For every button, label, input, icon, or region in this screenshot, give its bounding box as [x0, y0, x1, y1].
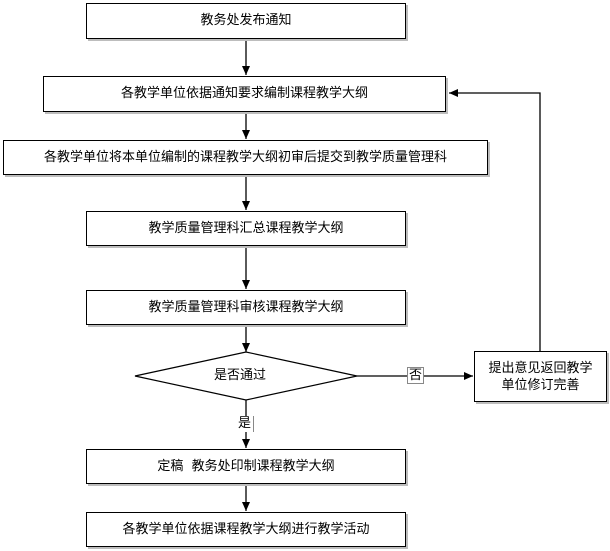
step-compile-syllabus: 各教学单位依据通知要求编制课程教学大纲 — [43, 76, 446, 112]
feedback-label-line1: 提出意见返回教学 — [488, 360, 593, 376]
step-publish-notice-label: 教务处发布通知 — [200, 13, 292, 28]
step-compile-syllabus-label: 各教学单位依据通知要求编制课程教学大纲 — [120, 86, 368, 101]
step-aggregate-syllabus: 教学质量管理科汇总课程教学大纲 — [86, 211, 406, 246]
feedback-label-line2: 单位修订完善 — [501, 377, 580, 393]
step-submit-syllabus-label: 各教学单位将本单位编制的课程教学大纲初审后提交到教学质量管理科 — [43, 149, 447, 165]
no-branch-label: 否 — [407, 367, 425, 384]
step-finalize-print: 定稿 教务处印制课程教学大纲 — [86, 449, 406, 484]
step-finalize-print-label: 定稿 教务处印制课程教学大纲 — [157, 458, 335, 474]
arrow-feedback-n2 — [449, 89, 541, 351]
step-review-syllabus-label: 教学质量管理科审核课程教学大纲 — [148, 299, 344, 315]
decision-label: 是否通过 — [214, 368, 267, 384]
step-review-syllabus: 教学质量管理科审核课程教学大纲 — [86, 290, 406, 325]
feedback-box: 提出意见返回教学 单位修订完善 — [474, 351, 607, 402]
step-teaching-activity: 各教学单位依据课程教学大纲进行教学活动 — [86, 512, 406, 547]
yes-branch-label: 是 — [238, 416, 255, 432]
step-teaching-activity-label: 各教学单位依据课程教学大纲进行教学活动 — [122, 521, 370, 537]
step-publish-notice: 教务处发布通知 — [86, 3, 406, 39]
step-aggregate-syllabus-label: 教学质量管理科汇总课程教学大纲 — [148, 220, 344, 236]
step-submit-syllabus: 各教学单位将本单位编制的课程教学大纲初审后提交到教学质量管理科 — [3, 140, 488, 175]
